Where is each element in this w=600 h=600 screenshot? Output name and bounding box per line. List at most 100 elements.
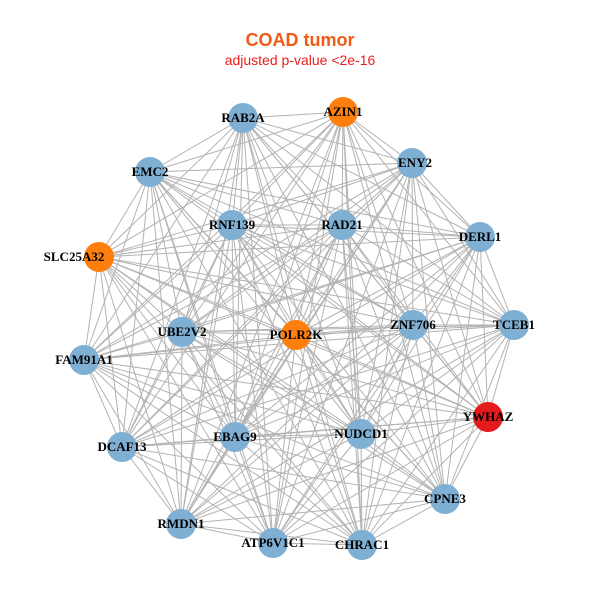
- node-POLR2K: POLR2K: [270, 320, 324, 350]
- node-RMDN1: RMDN1: [158, 509, 204, 539]
- node-circle: [499, 310, 529, 340]
- node-circle: [69, 345, 99, 375]
- chart-subtitle: adjusted p-value <2e-16: [224, 52, 376, 68]
- node-RNF139: RNF139: [209, 210, 256, 240]
- node-label: DERL1: [459, 229, 502, 244]
- node-TCEB1: TCEB1: [493, 310, 535, 340]
- node-circle: [220, 422, 250, 452]
- edge-ENY2-RAD21: [341, 162, 413, 226]
- node-circle: [473, 402, 503, 432]
- edge-AZIN1-UBE2V2: [181, 111, 344, 333]
- node-label: SLC25A32: [44, 249, 105, 264]
- edge-ZNF706-EBAG9: [234, 324, 414, 438]
- edge-EBAG9-RMDN1: [180, 436, 236, 525]
- edge-AZIN1-YWHAZ: [342, 111, 489, 418]
- edge-UBE2V2-EBAG9: [181, 331, 236, 438]
- edge-DERL1-ATP6V1C1: [272, 236, 481, 544]
- node-circle: [327, 210, 357, 240]
- node-circle: [258, 528, 288, 558]
- edge-DERL1-EBAG9: [234, 236, 481, 438]
- edge-RAD21-ATP6V1C1: [272, 224, 343, 544]
- node-circle: [465, 222, 495, 252]
- edge-UBE2V2-DCAF13: [121, 331, 183, 448]
- edge-RAD21-FAM91A1: [83, 224, 343, 361]
- edge-FAM91A1-ATP6V1C1: [83, 359, 274, 544]
- node-circle: [398, 310, 428, 340]
- edge-RAB2A-ENY2: [242, 117, 413, 164]
- edge-AZIN1-FAM91A1: [83, 111, 344, 361]
- edge-SLC25A32-UBE2V2: [98, 256, 183, 333]
- edge-EBAG9-NUDCD1: [234, 433, 362, 438]
- edge-ZNF706-CHRAC1: [361, 324, 414, 546]
- edge-DERL1-POLR2K: [295, 236, 481, 336]
- edge-SLC25A32-ATP6V1C1: [98, 256, 274, 544]
- edge-AZIN1-RMDN1: [180, 111, 344, 525]
- edge-DCAF13-ATP6V1C1: [121, 446, 274, 544]
- edge-ENY2-POLR2K: [295, 162, 413, 336]
- edge-AZIN1-RAD21: [341, 111, 344, 226]
- node-circle: [217, 210, 247, 240]
- node-circle: [347, 530, 377, 560]
- node-label: POLR2K: [270, 327, 324, 342]
- edge-RAB2A-NUDCD1: [242, 117, 362, 435]
- node-CHRAC1: CHRAC1: [335, 530, 389, 560]
- edge-RNF139-YWHAZ: [231, 224, 489, 418]
- edge-FAM91A1-NUDCD1: [83, 359, 362, 435]
- edge-AZIN1-POLR2K: [295, 111, 344, 336]
- edge-EMC2-CHRAC1: [149, 171, 363, 546]
- edge-EMC2-UBE2V2: [149, 171, 183, 333]
- node-DCAF13: DCAF13: [97, 432, 147, 462]
- node-label: ENY2: [398, 155, 432, 170]
- edge-ENY2-ZNF706: [411, 162, 414, 326]
- node-ZNF706: ZNF706: [390, 310, 436, 340]
- edge-YWHAZ-NUDCD1: [360, 416, 489, 435]
- edge-AZIN1-ZNF706: [342, 111, 414, 326]
- edge-ENY2-YWHAZ: [411, 162, 489, 418]
- edge-ENY2-SLC25A32: [98, 162, 413, 258]
- edge-CPNE3-RMDN1: [180, 498, 446, 525]
- edge-ZNF706-CPNE3: [412, 324, 446, 500]
- edge-RAB2A-AZIN1: [242, 111, 344, 119]
- node-circle: [167, 317, 197, 347]
- edge-RAB2A-EMC2: [149, 117, 244, 173]
- edge-RAB2A-UBE2V2: [181, 117, 244, 333]
- edge-POLR2K-CHRAC1: [295, 334, 363, 546]
- node-label: CPNE3: [424, 491, 466, 506]
- node-DERL1: DERL1: [459, 222, 502, 252]
- edge-UBE2V2-TCEB1: [181, 324, 515, 333]
- edge-RNF139-TCEB1: [231, 224, 515, 326]
- edge-FAM91A1-CPNE3: [83, 359, 446, 500]
- edge-EMC2-RAD21: [149, 171, 343, 226]
- node-CPNE3: CPNE3: [424, 484, 466, 514]
- node-label: NUDCD1: [334, 426, 387, 441]
- edge-DERL1-SLC25A32: [98, 236, 481, 258]
- edge-EMC2-ZNF706: [149, 171, 414, 326]
- edge-YWHAZ-CPNE3: [444, 416, 489, 500]
- edge-EBAG9-CHRAC1: [234, 436, 363, 546]
- edge-ENY2-NUDCD1: [360, 162, 413, 435]
- node-label: UBE2V2: [157, 324, 206, 339]
- edge-UBE2V2-FAM91A1: [83, 331, 183, 361]
- node-ENY2: ENY2: [397, 148, 432, 178]
- node-circle: [107, 432, 137, 462]
- edge-AZIN1-RNF139: [231, 111, 344, 226]
- node-circle: [430, 484, 460, 514]
- edge-UBE2V2-CPNE3: [181, 331, 446, 500]
- edge-FAM91A1-EBAG9: [83, 359, 236, 438]
- edge-EMC2-RNF139: [149, 171, 233, 226]
- node-UBE2V2: UBE2V2: [157, 317, 207, 347]
- node-AZIN1: AZIN1: [323, 97, 363, 127]
- edge-EBAG9-ATP6V1C1: [234, 436, 274, 544]
- node-FAM91A1: FAM91A1: [55, 345, 113, 375]
- edge-ZNF706-FAM91A1: [83, 324, 414, 361]
- edge-YWHAZ-RMDN1: [180, 416, 489, 525]
- node-circle: [346, 419, 376, 449]
- edge-SLC25A32-ZNF706: [98, 256, 414, 326]
- edge-RAB2A-RAD21: [242, 117, 343, 226]
- edge-SLC25A32-TCEB1: [98, 256, 515, 326]
- node-circle: [328, 97, 358, 127]
- edge-CPNE3-CHRAC1: [361, 498, 446, 546]
- chart-title: COAD tumor: [245, 30, 355, 50]
